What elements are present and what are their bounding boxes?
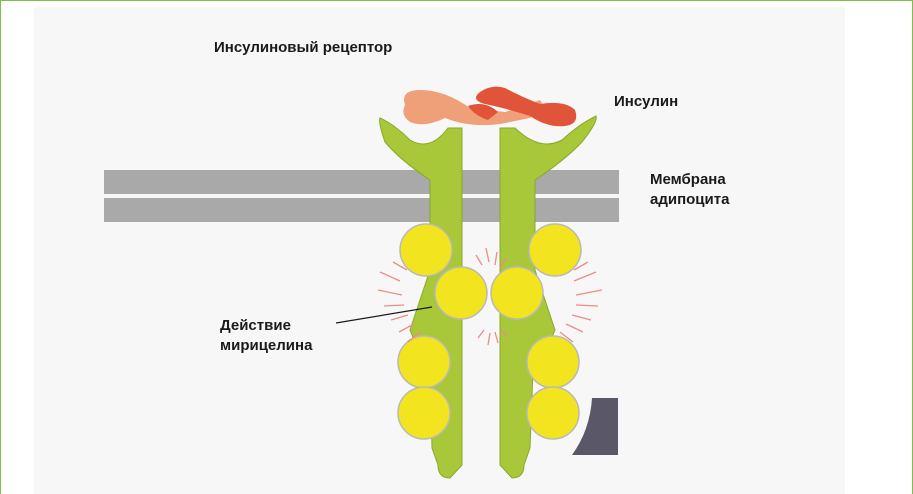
membrane-bilayer-icon: [104, 170, 619, 222]
membrane-label-line2: адипоцита: [650, 190, 729, 210]
domain-right-1: [529, 224, 581, 276]
action-label-line2: мирицелина: [220, 336, 312, 356]
domain-left-2: [435, 267, 487, 319]
membrane-label-line1: Мембрана: [650, 170, 729, 190]
domain-right-4: [527, 387, 579, 439]
receptor-label: Инсулиновый рецептор: [214, 38, 392, 58]
domain-left-1: [400, 224, 452, 276]
insulin-molecule-icon: [403, 87, 576, 127]
domain-left-3: [398, 336, 450, 388]
domain-left-4: [398, 387, 450, 439]
domain-right-3: [527, 336, 579, 388]
domain-right-2: [491, 267, 543, 319]
action-label: Действие мирицелина: [220, 316, 312, 356]
membrane-inner-leaflet: [104, 198, 619, 222]
insulin-label: Инсулин: [614, 92, 678, 112]
membrane-label: Мембрана адипоцита: [650, 170, 729, 210]
action-label-line1: Действие: [220, 316, 312, 336]
